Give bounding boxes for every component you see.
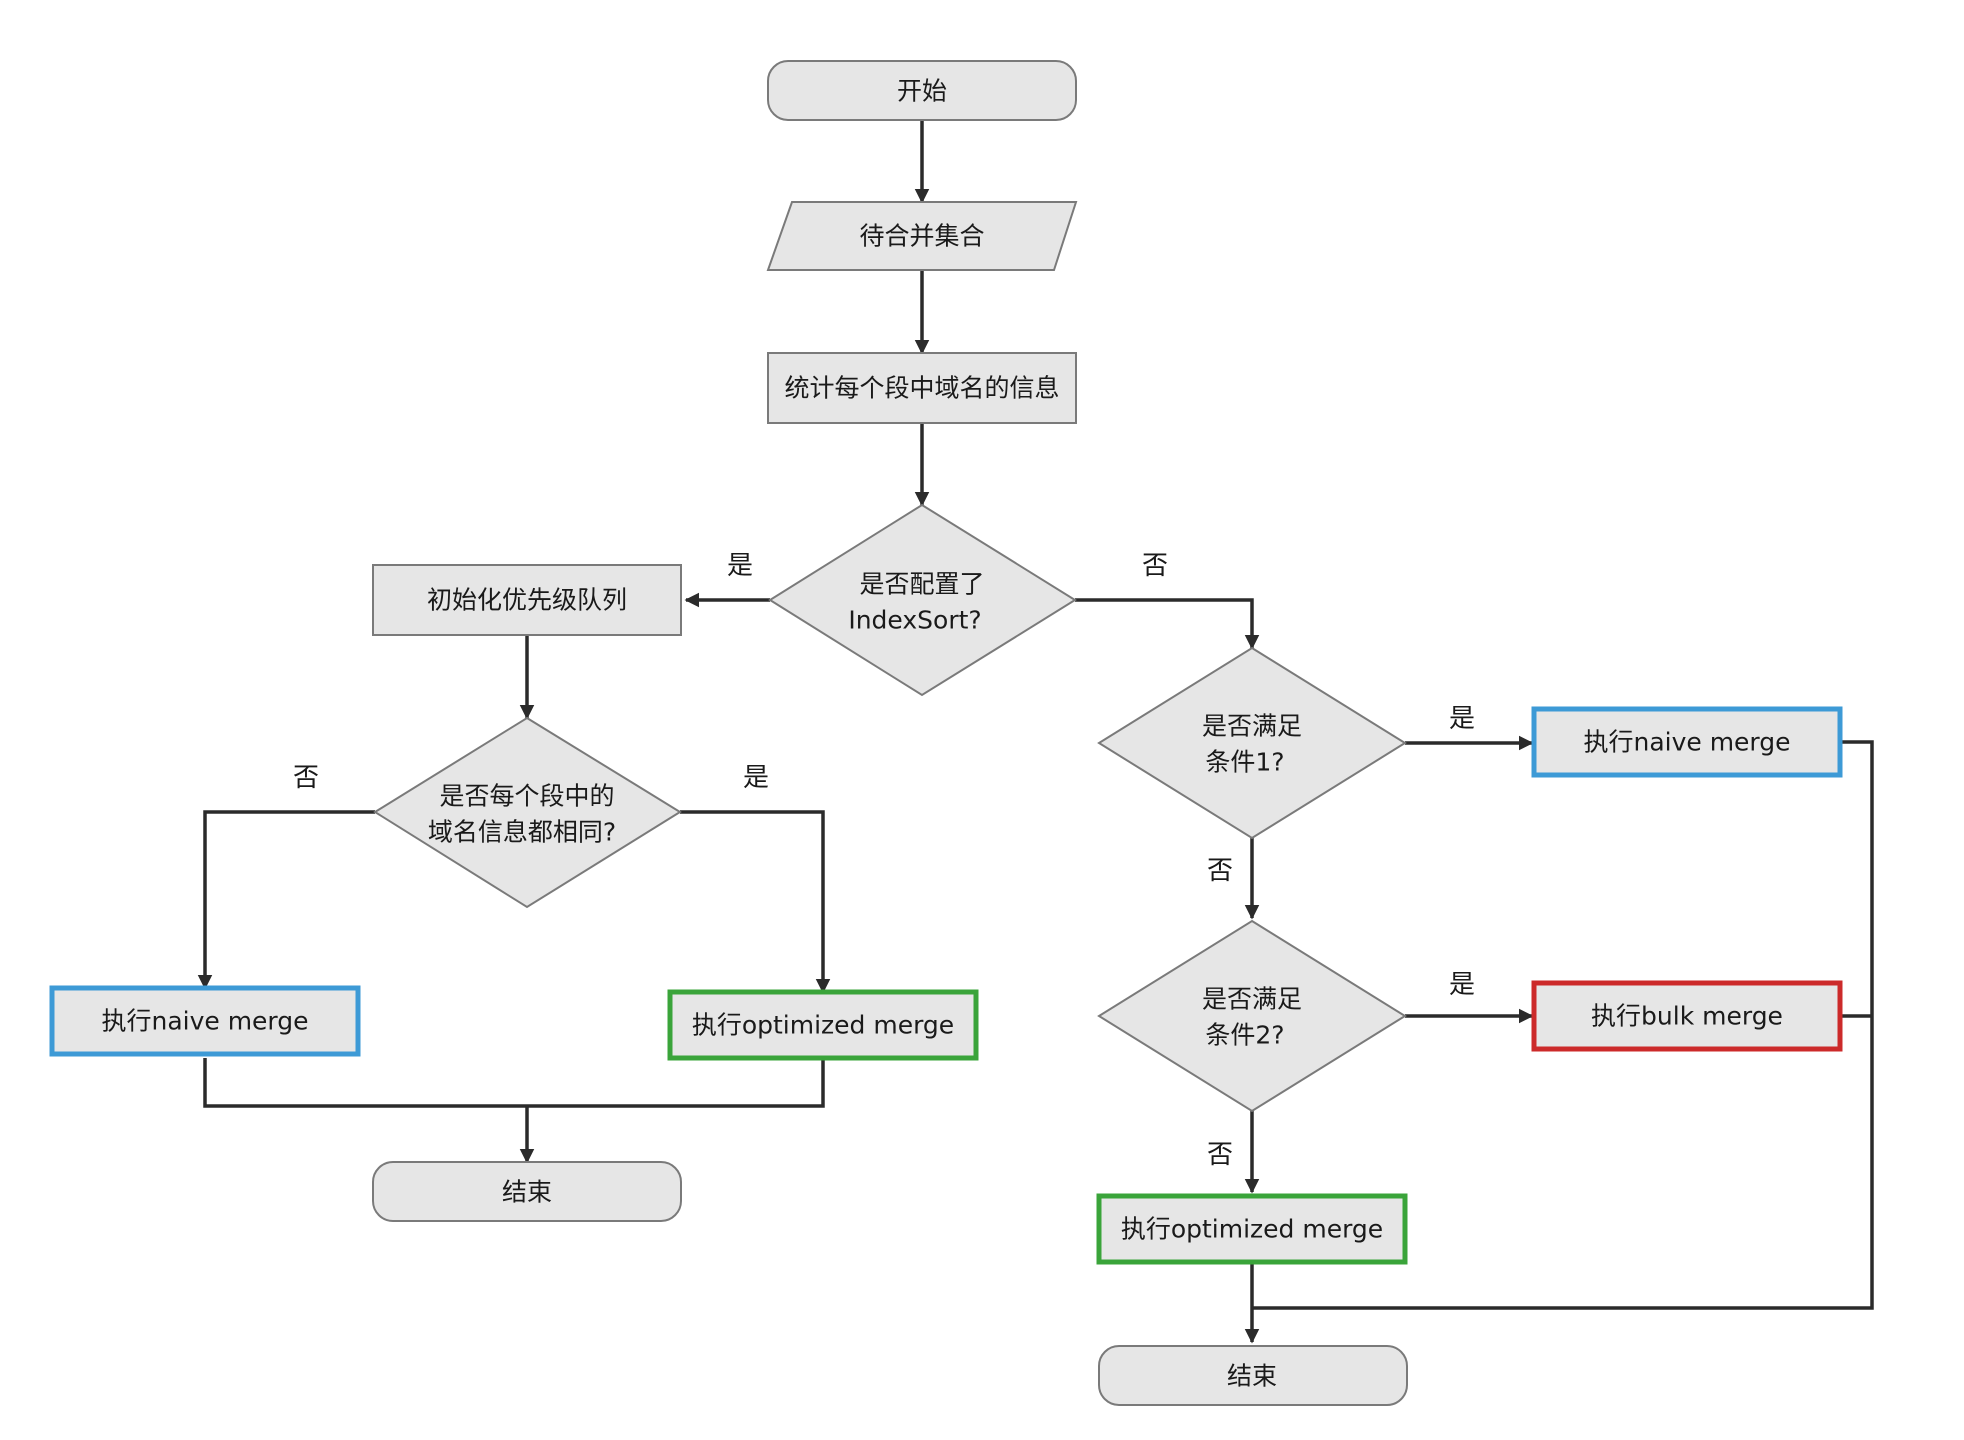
decision-cond2-line1: 是否满足 [1202,985,1302,1014]
node-stats: 统计每个段中域名的信息 [767,352,1077,424]
label-cond1-no: 否 [1207,856,1233,886]
node-optimized-merge-left: 执行optimized merge [667,989,979,1061]
edge-indexsort-no [1075,598,1260,650]
label-cond2-yes: 是 [1449,970,1475,1000]
node-bulk-merge-label: 执行bulk merge [1591,1002,1783,1031]
node-input-set-label: 待合并集合 [859,222,984,251]
node-naive-merge-left-label: 执行naive merge [101,1007,308,1036]
node-start-label: 开始 [897,77,947,106]
node-end-right: 结束 [1098,1345,1408,1406]
node-naive-merge-right: 执行naive merge [1531,706,1843,778]
label-cond1-yes: 是 [1449,704,1475,734]
node-optimized-merge-right: 执行optimized merge [1096,1193,1408,1265]
node-input-set: 待合并集合 [766,201,1078,271]
edge-right-merge-join [1252,740,1874,1310]
label-cond2-no: 否 [1207,1140,1233,1170]
decision-cond1-line1: 是否满足 [1202,712,1302,741]
node-optimized-merge-right-label: 执行optimized merge [1121,1215,1383,1244]
node-start: 开始 [767,60,1077,121]
node-stats-label: 统计每个段中域名的信息 [784,374,1059,403]
decision-indexsort-line2: IndexSort? [848,606,981,635]
decision-same-fields: 是否每个段中的 域名信息都相同? [373,716,682,909]
node-bulk-merge: 执行bulk merge [1531,980,1843,1052]
decision-same-fields-line2: 域名信息都相同? [428,818,616,847]
node-naive-merge-left: 执行naive merge [49,985,361,1057]
label-indexsort-no: 否 [1142,551,1168,581]
decision-cond2-line2: 条件2? [1205,1021,1284,1050]
decision-same-fields-line1: 是否每个段中的 [439,782,614,811]
decision-cond1-line2: 条件1? [1205,748,1284,777]
label-same-yes: 是 [743,763,769,793]
edges [197,120,1874,1344]
decision-indexsort-line1: 是否配置了 [859,570,984,599]
node-end-left-label: 结束 [502,1178,552,1207]
edge-same-no [197,810,375,990]
edge-same-yes [680,810,831,994]
decision-cond2: 是否满足 条件2? [1097,919,1407,1113]
edge-left-merge-join [203,1058,825,1108]
edge-labels: 是 否 否 是 是 否 是 否 [293,551,1475,1170]
node-naive-merge-right-label: 执行naive merge [1583,728,1790,757]
node-end-left: 结束 [372,1161,682,1222]
node-init-queue: 初始化优先级队列 [372,564,682,636]
node-init-queue-label: 初始化优先级队列 [427,586,627,615]
node-end-right-label: 结束 [1227,1362,1277,1391]
decision-cond1: 是否满足 条件1? [1097,646,1407,840]
node-optimized-merge-left-label: 执行optimized merge [692,1011,954,1040]
decision-indexsort: 是否配置了 IndexSort? [768,503,1077,697]
label-indexsort-yes: 是 [727,551,753,581]
label-same-no: 否 [293,763,319,793]
